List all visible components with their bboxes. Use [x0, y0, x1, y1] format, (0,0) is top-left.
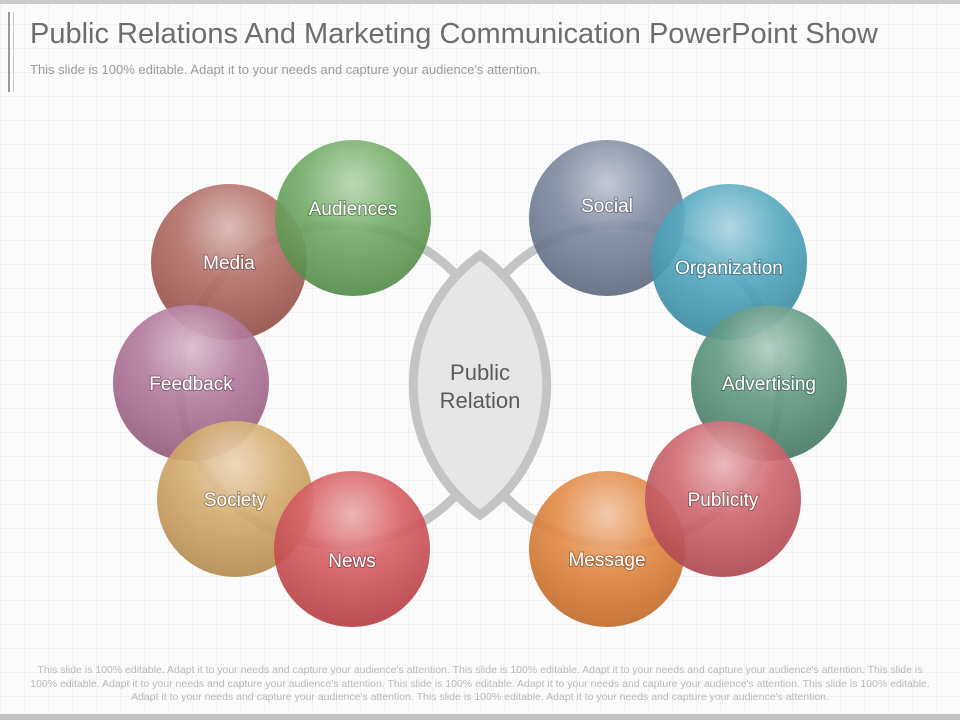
circle-label: Publicity: [688, 490, 759, 511]
page-title: Public Relations And Marketing Communica…: [30, 18, 878, 50]
circle-social: Social: [529, 140, 685, 296]
circle-highlight: [274, 471, 430, 627]
center-label-line2: Relation: [440, 388, 521, 413]
circle-highlight: [645, 421, 801, 577]
circle-society: Society: [157, 421, 313, 577]
circle-label: Audiences: [309, 199, 398, 220]
circle-audiences: Audiences: [275, 140, 431, 296]
circle-highlight: [651, 184, 807, 340]
circle-label: Feedback: [149, 374, 233, 395]
circle-label: Message: [568, 550, 645, 571]
circle-media: Media: [151, 184, 307, 340]
title-accent-lines: [8, 12, 14, 92]
circle-label: Social: [581, 196, 633, 217]
circle-organization: Organization: [651, 184, 807, 340]
circle-highlight: [151, 184, 307, 340]
circle-highlight: [275, 140, 431, 296]
circle-label: Media: [203, 253, 255, 274]
circle-highlight: [157, 421, 313, 577]
page-subtitle: This slide is 100% editable. Adapt it to…: [30, 62, 541, 77]
circle-highlight: [529, 140, 685, 296]
ring-group: Public Relation: [175, 220, 785, 550]
circle-label: News: [328, 551, 376, 572]
circle-label: Advertising: [722, 374, 816, 395]
center-lens: [408, 249, 552, 521]
circle-label: Organization: [675, 258, 783, 279]
bottom-border: [0, 714, 960, 720]
footer-note: This slide is 100% editable. Adapt it to…: [30, 664, 930, 703]
top-border: [0, 0, 960, 4]
circle-news: News: [274, 471, 430, 627]
center-label-line1: Public: [450, 360, 510, 385]
circle-label: Society: [204, 490, 267, 511]
circle-publicity: Publicity: [645, 421, 801, 577]
